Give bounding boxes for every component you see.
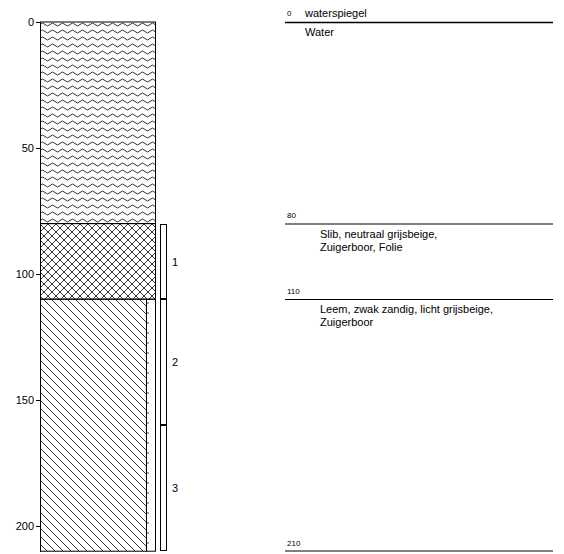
sample-bar: 2 bbox=[160, 299, 183, 425]
layer-description: Slib, neutraal grijsbeige, Zuigerboor, F… bbox=[320, 228, 470, 254]
axis-tick-label: 150 bbox=[16, 394, 34, 407]
sample-bar-outline bbox=[160, 224, 167, 299]
depth-label: 110 bbox=[287, 287, 300, 297]
sample-number: 2 bbox=[172, 356, 178, 369]
sample-bar-outline bbox=[160, 425, 167, 551]
layer-boundaries bbox=[285, 23, 553, 552]
depth-label: 80 bbox=[287, 211, 296, 221]
axis-tick-label: 0 bbox=[28, 16, 34, 29]
sand-strip bbox=[147, 299, 156, 551]
depth-axis bbox=[36, 22, 41, 552]
sample-bar-outline bbox=[160, 299, 167, 425]
water-layer bbox=[41, 22, 156, 224]
loam-layer bbox=[41, 299, 147, 551]
sample-bar: 3 bbox=[160, 425, 183, 551]
sample-bar: 1 bbox=[160, 224, 183, 299]
layer-description: Water bbox=[305, 26, 334, 39]
depth-label: 210 bbox=[287, 539, 300, 549]
axis-tick-label: 200 bbox=[16, 520, 34, 533]
axis-tick-label: 50 bbox=[22, 142, 34, 155]
axis-tick-label: 100 bbox=[16, 268, 34, 281]
sample-number: 3 bbox=[172, 482, 178, 495]
water-level-label: waterspiegel bbox=[305, 7, 367, 20]
layer-description: Leem, zwak zandig, licht grijsbeige, Zui… bbox=[320, 303, 535, 329]
sample-number: 1 bbox=[172, 255, 178, 268]
silt-layer bbox=[41, 224, 156, 300]
depth-label: 0 bbox=[287, 9, 291, 19]
